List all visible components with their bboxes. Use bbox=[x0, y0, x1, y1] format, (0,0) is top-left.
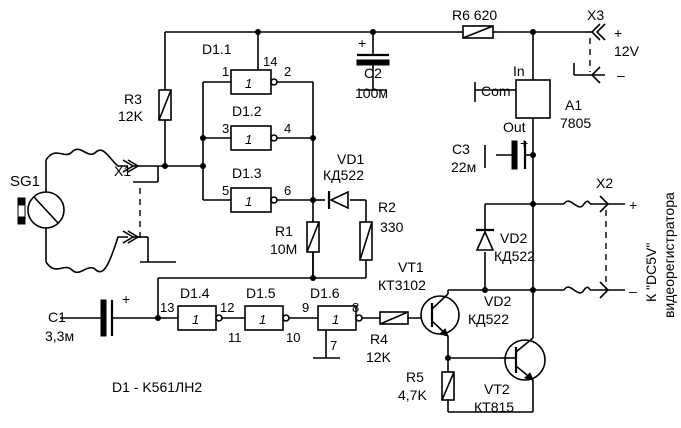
vd2-label: VD2 bbox=[500, 230, 527, 246]
gate-d1-3: 1 bbox=[230, 187, 278, 213]
a1-label: A1 bbox=[565, 97, 582, 113]
vd1-label: VD1 bbox=[337, 151, 364, 167]
pin-9: 9 bbox=[302, 300, 309, 315]
r5-value: 4,7K bbox=[398, 387, 427, 403]
c2-capacitor bbox=[356, 53, 390, 66]
c2-label: C2 bbox=[364, 65, 382, 81]
x2-minus: – bbox=[629, 283, 637, 299]
x3-label: X3 bbox=[587, 7, 604, 23]
pin-13: 13 bbox=[160, 300, 174, 315]
x3-voltage: 12V bbox=[614, 43, 640, 59]
c1-capacitor bbox=[100, 299, 114, 337]
r4-label: R4 bbox=[370, 331, 388, 347]
r3-label: R3 bbox=[124, 91, 142, 107]
x2-plus: + bbox=[629, 197, 637, 213]
x3-minus: – bbox=[617, 67, 625, 83]
sg1-label: SG1 bbox=[10, 173, 40, 190]
pin-12: 12 bbox=[220, 300, 234, 315]
output-label-2: видеорегистратора bbox=[661, 192, 677, 318]
c3-plus: + bbox=[520, 135, 528, 151]
pin-2: 2 bbox=[284, 64, 291, 79]
svg-text:1: 1 bbox=[245, 132, 252, 147]
d1-2-label: D1.2 bbox=[232, 103, 262, 119]
a1-regulator bbox=[515, 79, 551, 119]
r2-value: 330 bbox=[380, 219, 404, 235]
pin-8: 8 bbox=[352, 300, 359, 315]
c3-capacitor bbox=[511, 140, 527, 170]
x3-plus: + bbox=[614, 25, 622, 41]
c1-value: 3,3м bbox=[45, 328, 74, 344]
vd2b-value: КД522 bbox=[468, 311, 509, 327]
gate-d1-6: 1 bbox=[317, 305, 363, 331]
d1-4-label: D1.4 bbox=[180, 285, 210, 301]
r4-value: 12K bbox=[366, 349, 392, 365]
svg-text:1: 1 bbox=[332, 312, 339, 327]
vt1-label: VT1 bbox=[398, 259, 424, 275]
c2-plus: + bbox=[358, 35, 366, 51]
vt1-transistor bbox=[420, 290, 460, 340]
output-label: К "DC5V" bbox=[643, 243, 659, 302]
pin-5: 5 bbox=[222, 183, 229, 198]
pin-14: 14 bbox=[263, 54, 277, 69]
vt2-transistor bbox=[500, 332, 546, 385]
c2-value: 100м bbox=[355, 85, 388, 101]
sg1-microphone bbox=[17, 148, 128, 274]
svg-text:1: 1 bbox=[192, 312, 199, 327]
r1-label: R1 bbox=[275, 223, 293, 239]
vd2b-label: VD2 bbox=[484, 293, 511, 309]
pin-10: 10 bbox=[286, 330, 300, 345]
pin-6: 6 bbox=[284, 183, 291, 198]
r1-value: 10M bbox=[270, 241, 297, 257]
pin-7: 7 bbox=[330, 338, 337, 353]
vt2-value: КТ815 bbox=[474, 399, 514, 415]
c1-label: C1 bbox=[48, 309, 66, 325]
x3-connector bbox=[590, 23, 606, 84]
svg-text:1: 1 bbox=[245, 76, 252, 91]
gate-d1-5: 1 bbox=[244, 305, 290, 331]
gate-d1-4: 1 bbox=[177, 305, 223, 331]
vt2-label: VT2 bbox=[484, 381, 510, 397]
svg-text:1: 1 bbox=[259, 312, 266, 327]
x1-label: X1 bbox=[114, 163, 131, 179]
a1-out-label: Out bbox=[503, 119, 526, 135]
x1-connector bbox=[122, 159, 140, 244]
gate-d1-2: 1 bbox=[230, 125, 278, 151]
a1-in-label: In bbox=[513, 63, 525, 79]
x2-label: X2 bbox=[596, 175, 613, 191]
d1-1-label: D1.1 bbox=[202, 41, 232, 57]
vt1-value: КТ3102 bbox=[378, 277, 426, 293]
d1-part-label: D1 - K561ЛН2 bbox=[112, 379, 202, 395]
a1-value: 7805 bbox=[560, 115, 591, 131]
c3-label: C3 bbox=[452, 141, 470, 157]
svg-text:1: 1 bbox=[245, 194, 252, 209]
d1-3-label: D1.3 bbox=[232, 165, 262, 181]
d1-6-label: D1.6 bbox=[310, 285, 340, 301]
gate-d1-1: 1 bbox=[230, 69, 278, 95]
r2-label: R2 bbox=[378, 199, 396, 215]
c3-value: 22м bbox=[451, 159, 476, 175]
pin-4: 4 bbox=[284, 121, 291, 136]
c1-plus: + bbox=[122, 291, 130, 307]
pin-3: 3 bbox=[222, 121, 229, 136]
x2-connector bbox=[563, 195, 610, 299]
vd2-diode bbox=[475, 228, 495, 251]
a1-com-label: Com bbox=[481, 83, 511, 99]
r3-value: 12K bbox=[118, 108, 144, 124]
r6-label: R6 620 bbox=[452, 7, 497, 23]
vd2-value: КД522 bbox=[494, 248, 535, 264]
vd1-value: КД522 bbox=[323, 167, 364, 183]
r5-label: R5 bbox=[406, 369, 424, 385]
wires bbox=[60, 31, 625, 413]
junction-dots bbox=[155, 29, 536, 361]
d1-5-label: D1.5 bbox=[246, 285, 276, 301]
pin-1: 1 bbox=[222, 64, 229, 79]
vd1-diode bbox=[327, 190, 349, 210]
pin-11: 11 bbox=[228, 330, 242, 345]
